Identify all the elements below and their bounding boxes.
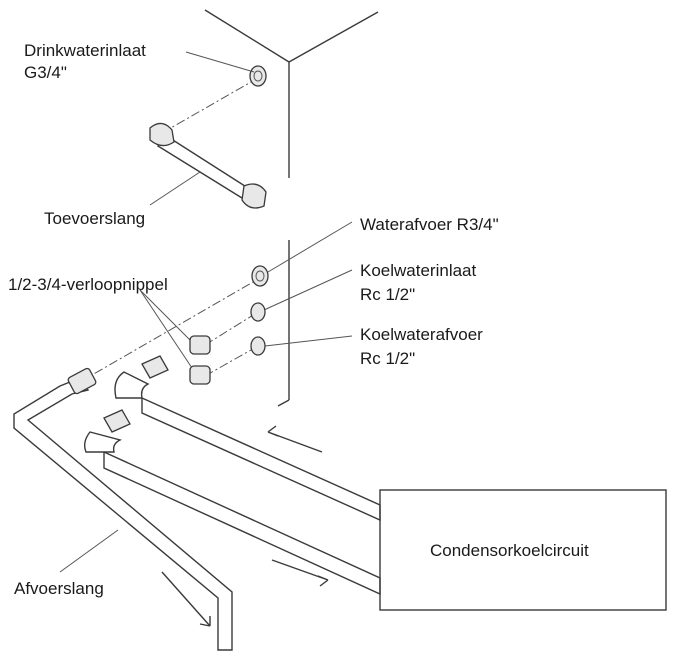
cooling-hoses <box>83 355 381 596</box>
flow-arrow-supply <box>271 559 329 587</box>
drink-water-inlet-fitting <box>249 65 267 87</box>
supply-hose <box>157 134 249 199</box>
drain-hose-coupling <box>67 367 97 395</box>
label-drink-water-inlet-size: G3/4" <box>24 63 67 82</box>
flow-arrows <box>161 425 329 627</box>
label-cooling-water-drain-size: Rc 1/2" <box>360 349 415 368</box>
label-cooling-water-inlet-size: Rc 1/2" <box>360 285 415 304</box>
label-supply-hose: Toevoerslang <box>44 209 145 228</box>
flow-arrow-drain <box>161 571 211 627</box>
supply-hose-nut-top <box>149 122 175 147</box>
cooling-water-inlet-fitting <box>250 302 266 322</box>
water-drain-fitting <box>251 265 269 287</box>
label-cooling-water-drain: Koelwaterafvoer <box>360 325 483 344</box>
label-drain-hose: Afvoerslang <box>14 579 104 598</box>
label-water-drain: Waterafvoer R3/4" <box>360 215 499 234</box>
reducer-nipple-lower <box>189 365 211 385</box>
label-reducer-nipple: 1/2-3/4-verloopnippel <box>8 275 168 294</box>
supply-hose-assembly <box>149 65 267 209</box>
lower-connections <box>79 265 269 385</box>
drain-hose-assembly <box>13 367 233 651</box>
leader-lines <box>59 51 353 573</box>
supply-hose-nut-bottom <box>241 183 267 209</box>
label-condenser-circuit: Condensorkoelcircuit <box>430 541 589 560</box>
label-cooling-water-inlet: Koelwaterinlaat <box>360 261 477 280</box>
cooling-elbow-upper <box>114 371 150 399</box>
flow-arrow-return <box>267 425 323 453</box>
machine-housing <box>204 9 379 407</box>
reducer-nipple-upper <box>189 335 211 355</box>
cooling-water-drain-fitting <box>250 336 266 356</box>
condenser-circuit-box <box>379 489 667 611</box>
label-drink-water-inlet: Drinkwaterinlaat <box>24 41 146 60</box>
cooling-elbow-lower <box>83 431 122 453</box>
